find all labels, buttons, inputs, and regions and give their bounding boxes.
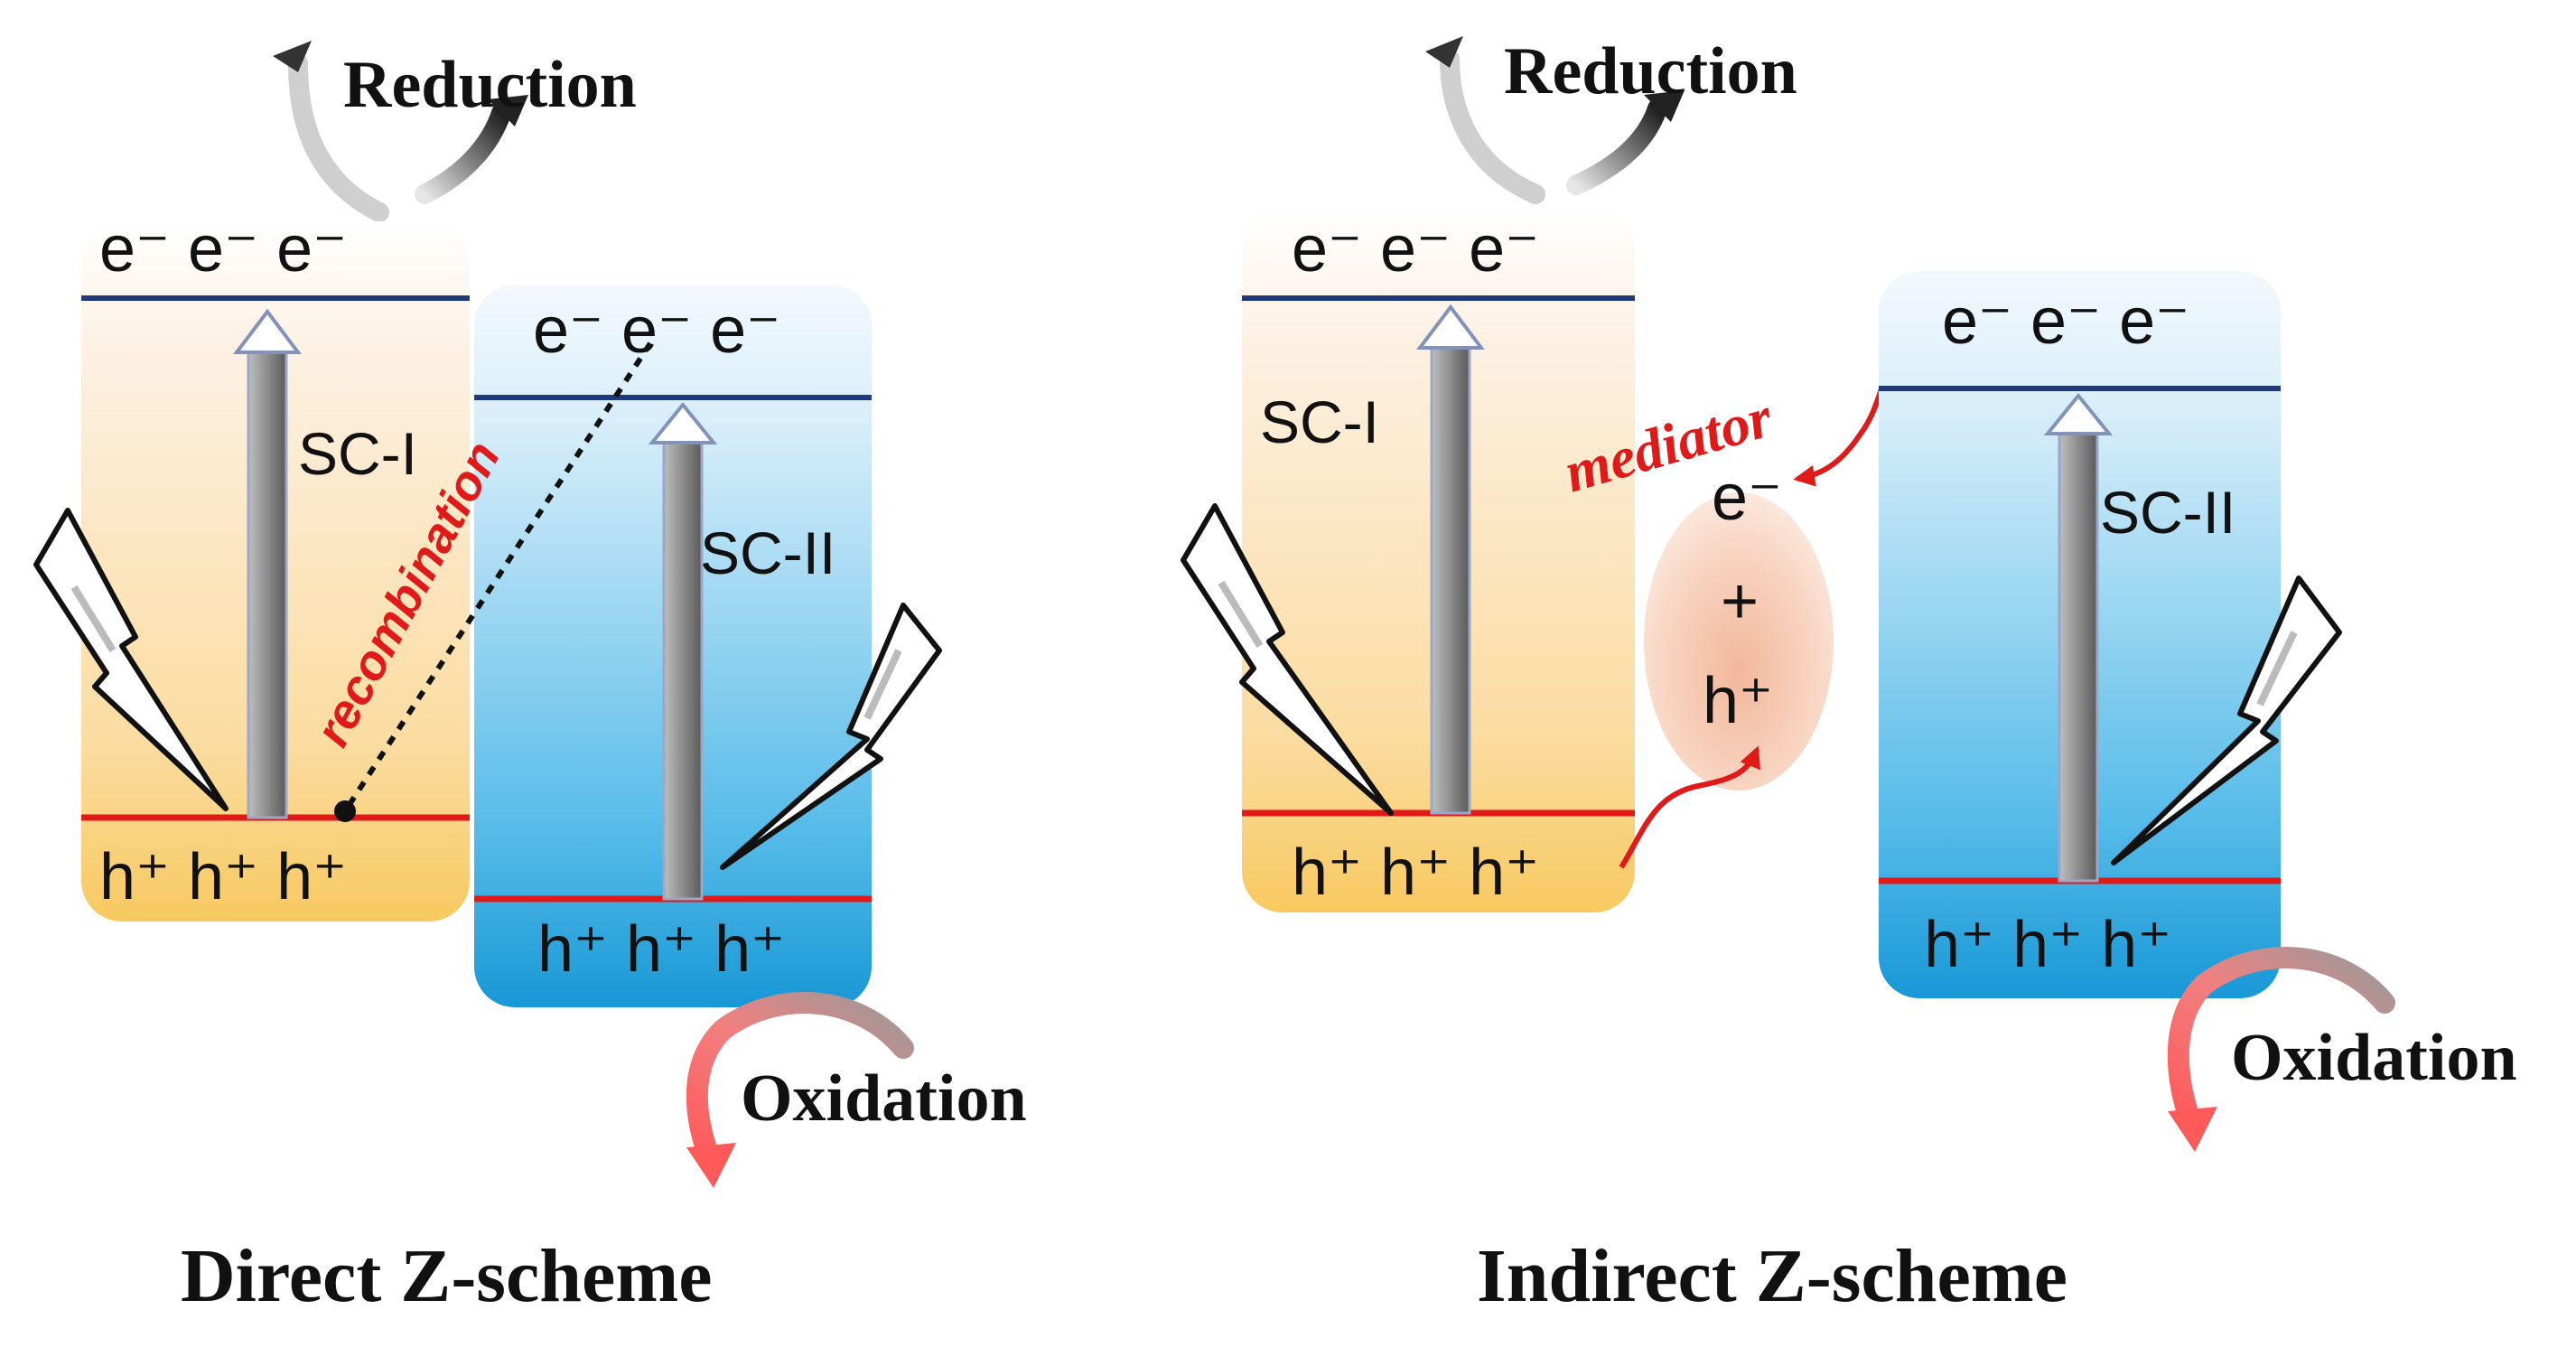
sc2-holes: h⁺ h⁺ h⁺ <box>537 913 785 986</box>
oxidation-label: Oxidation <box>2231 1021 2517 1095</box>
reduction-arrow <box>288 53 389 222</box>
mediator-electron: e⁻ <box>1712 462 1782 534</box>
indirect-z-scheme-panel: Reduction e⁻ e⁻ e⁻ h⁺ h⁺ h⁺ SC-I e⁻ + h⁺… <box>1181 34 2517 1318</box>
oxidation-arrow <box>686 992 914 1167</box>
mediator-plus: + <box>1721 566 1759 638</box>
sc2-excitation-shaft <box>662 436 704 901</box>
sc1-label: SC-I <box>1260 388 1379 455</box>
sc1-excitation-arrowhead <box>232 308 303 354</box>
sc1-excitation-arrowhead <box>1415 304 1486 350</box>
mediator-hole: h⁺ <box>1703 665 1773 737</box>
sc2-label: SC-II <box>700 519 835 586</box>
oxidation-arrow <box>2167 947 2395 1131</box>
light-bolt-icon <box>720 603 942 870</box>
sc2-label: SC-II <box>2100 479 2235 546</box>
reduction-label: Reduction <box>1504 34 1797 108</box>
sc2-electrons: e⁻ e⁻ e⁻ <box>533 295 780 367</box>
sc2-holes: h⁺ h⁺ h⁺ <box>1924 909 2171 981</box>
sc1-holes: h⁺ h⁺ h⁺ <box>99 841 347 913</box>
direct-caption: Direct Z-scheme <box>181 1234 713 1318</box>
sc1-electrons: e⁻ e⁻ e⁻ <box>99 213 347 285</box>
mediator-blob <box>1644 492 1834 790</box>
reduction-label: Reduction <box>343 48 637 122</box>
mediator-hole-arrow <box>1619 745 1761 869</box>
sc1-excitation-shaft <box>247 346 288 819</box>
sc2-electrons: e⁻ e⁻ e⁻ <box>1942 285 2189 358</box>
sc1-electrons: e⁻ e⁻ e⁻ <box>1292 213 1539 285</box>
sc1-excitation-shaft <box>1430 341 1471 815</box>
sc2-excitation-arrowhead <box>648 401 718 444</box>
recombination-endpoint <box>334 800 356 822</box>
sc1-holes: h⁺ h⁺ h⁺ <box>1292 837 1539 909</box>
sc1-label: SC-I <box>298 420 417 487</box>
oxidation-label: Oxidation <box>741 1062 1027 1136</box>
sc2-excitation-arrowhead <box>2043 392 2114 435</box>
indirect-caption: Indirect Z-scheme <box>1477 1234 2067 1318</box>
light-bolt-icon <box>33 508 229 811</box>
sc2-excitation-shaft <box>2058 427 2099 883</box>
recombination-path <box>342 341 653 813</box>
direct-z-scheme-panel: Reduction e⁻ e⁻ e⁻ h⁺ h⁺ h⁺ SC-I e⁻ e⁻ e… <box>33 41 1027 1318</box>
light-bolt-icon <box>1181 503 1394 816</box>
reduction-arrow <box>1440 49 1545 204</box>
